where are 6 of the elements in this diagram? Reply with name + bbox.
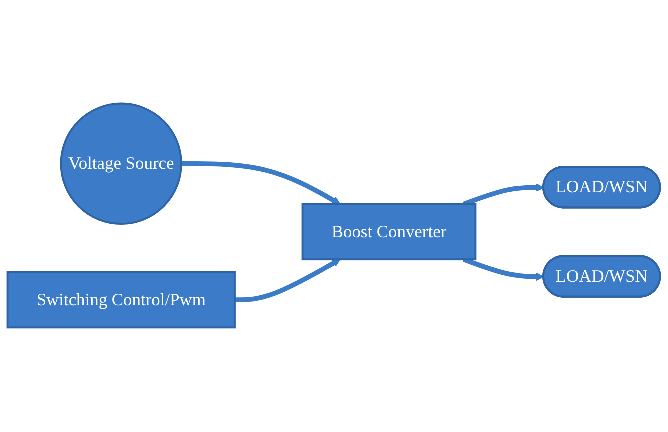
arrow	[462, 258, 544, 282]
arrow	[182, 162, 341, 206]
node-box: Switching Control/Pwm	[6, 272, 236, 329]
node-circle: Voltage Source	[60, 103, 182, 226]
arrow	[234, 260, 341, 303]
node-box: Boost Converter	[302, 204, 477, 261]
